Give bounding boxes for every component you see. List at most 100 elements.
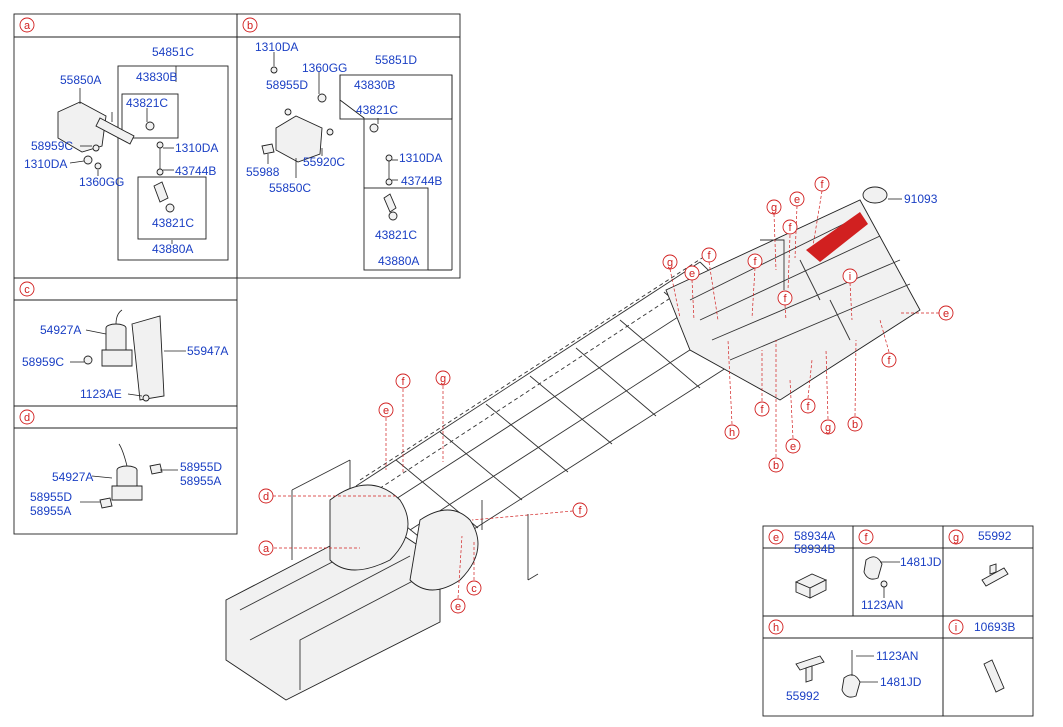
callout-main-4: f (707, 250, 711, 262)
callout-main-25: c (471, 583, 477, 595)
label-54851C: 54851C (152, 45, 194, 59)
callout-f (858, 529, 874, 545)
label-55920C: 55920C (303, 155, 345, 169)
callout-a (19, 17, 35, 33)
callout-h (768, 619, 784, 635)
callout-i-label: i (955, 622, 957, 634)
callout-i (948, 619, 964, 635)
callout-main-23: f (578, 505, 582, 517)
callout-main-14: e (790, 441, 796, 453)
panel-d-drawing: 54927A 58955D 58955A 58955D 58955A (30, 443, 222, 518)
callout-main-2: g (771, 202, 777, 214)
label-55992-g: 55992 (978, 529, 1012, 543)
label-55850C: 55850C (269, 181, 311, 195)
label-1310DA-b-right: 1310DA (399, 151, 442, 165)
label-43830B-b: 43830B (354, 78, 395, 92)
callout-a-label: a (24, 20, 31, 32)
callout-main-15: g (825, 422, 831, 434)
panel-a-inner-box-1 (121, 93, 179, 139)
callout-main-22: d (263, 491, 269, 503)
callout-main-5: g (667, 257, 673, 269)
label-1360GG-b: 1360GG (302, 61, 347, 75)
label-58934A: 58934A (794, 529, 835, 543)
callout-d (19, 409, 35, 425)
label-1360GG: 1360GG (79, 175, 124, 189)
callout-main-7: f (753, 256, 757, 268)
label-43880A-b: 43880A (378, 254, 419, 268)
highlight-band (806, 212, 868, 262)
label-1310DA-left: 1310DA (24, 157, 67, 171)
chassis-frame: 91093 (225, 186, 938, 701)
label-58934B: 58934B (794, 542, 835, 556)
callout-main-24: a (263, 543, 270, 555)
plug-91093 (862, 186, 888, 204)
label-58959C: 58959C (31, 139, 73, 153)
panel-f-drawing: 1481JD 1123AN (861, 555, 942, 612)
panel-d-frame (13, 405, 238, 535)
panel-h-drawing: 1123AN 55992 1481JD (786, 649, 922, 703)
label-1310DA-right: 1310DA (175, 141, 218, 155)
label-43830B: 43830B (136, 70, 177, 84)
label-1481JD-h: 1481JD (880, 675, 922, 689)
main-callouts: f e g f f g e f f i e f f b e g b h f g … (258, 176, 954, 614)
callout-main-10: e (943, 308, 949, 320)
callout-g (948, 529, 964, 545)
label-58955A-d-right: 58955A (180, 474, 221, 488)
panel-b-subbox-edge (339, 75, 365, 188)
actuator-d (111, 485, 143, 501)
callout-c-label: c (24, 284, 30, 296)
label-1481JD: 1481JD (900, 555, 942, 569)
panel-i-frame (942, 615, 1034, 717)
panel-callouts: a b c d e f g h i (19, 17, 964, 635)
label-10693B: 10693B (974, 620, 1015, 634)
panel-b-frame (236, 13, 461, 279)
label-91093: 91093 (904, 192, 938, 206)
rear-axle-housing (409, 509, 479, 591)
panel-frames (13, 13, 1034, 717)
label-58955A-d-left: 58955A (30, 504, 71, 518)
callout-main-8: f (783, 293, 787, 305)
callout-main-26: e (455, 601, 461, 613)
callout-main-11: f (887, 355, 891, 367)
label-43744B: 43744B (175, 164, 216, 178)
callout-main-3: f (788, 222, 792, 234)
label-43821C-upper: 43821C (126, 96, 168, 110)
label-1123AN-f: 1123AN (861, 598, 903, 612)
panel-i-drawing: 10693B (974, 620, 1015, 693)
callout-main-6: e (689, 268, 695, 280)
callout-main-20: f (401, 376, 405, 388)
label-58955D-d-right: 58955D (180, 460, 222, 474)
callout-main-9: i (849, 271, 851, 283)
callout-d-label: d (24, 412, 30, 424)
label-55947A: 55947A (187, 344, 228, 358)
label-55992-h: 55992 (786, 689, 820, 703)
label-1123AE: 1123AE (80, 387, 122, 401)
callout-h-label: h (773, 622, 779, 634)
bracket (95, 117, 135, 145)
callout-e (768, 529, 784, 545)
callout-f-label: f (864, 532, 868, 544)
front-axle-housing (329, 484, 409, 571)
panel-a-drawing: 54851C 55850A 43830B 43821C 58959C 1310D… (24, 45, 229, 261)
panel-b-inner-box-2 (363, 187, 429, 271)
callout-main-18: f (760, 404, 764, 416)
label-54927A-d: 54927A (52, 470, 93, 484)
label-43821C-lower: 43821C (152, 216, 194, 230)
actuator-c (105, 328, 127, 351)
label-54927A-c: 54927A (40, 323, 81, 337)
callout-main-16: b (773, 460, 779, 472)
rear-frame (665, 199, 921, 401)
label-43821C-b-upper: 43821C (356, 103, 398, 117)
callout-main-1: e (794, 194, 800, 206)
label-55988: 55988 (246, 165, 280, 179)
label-55851D: 55851D (375, 53, 417, 67)
panel-c-drawing: 54927A 55947A 58959C 1123AE (22, 309, 228, 402)
callout-main-17: h (729, 427, 735, 439)
callout-g-label: g (953, 532, 959, 544)
valve-body-b (275, 115, 323, 163)
label-58955D-d-left: 58955D (30, 490, 72, 504)
label-1123AN-h: 1123AN (876, 649, 918, 663)
panel-a-subbox (117, 65, 229, 261)
label-43880A: 43880A (152, 242, 193, 256)
